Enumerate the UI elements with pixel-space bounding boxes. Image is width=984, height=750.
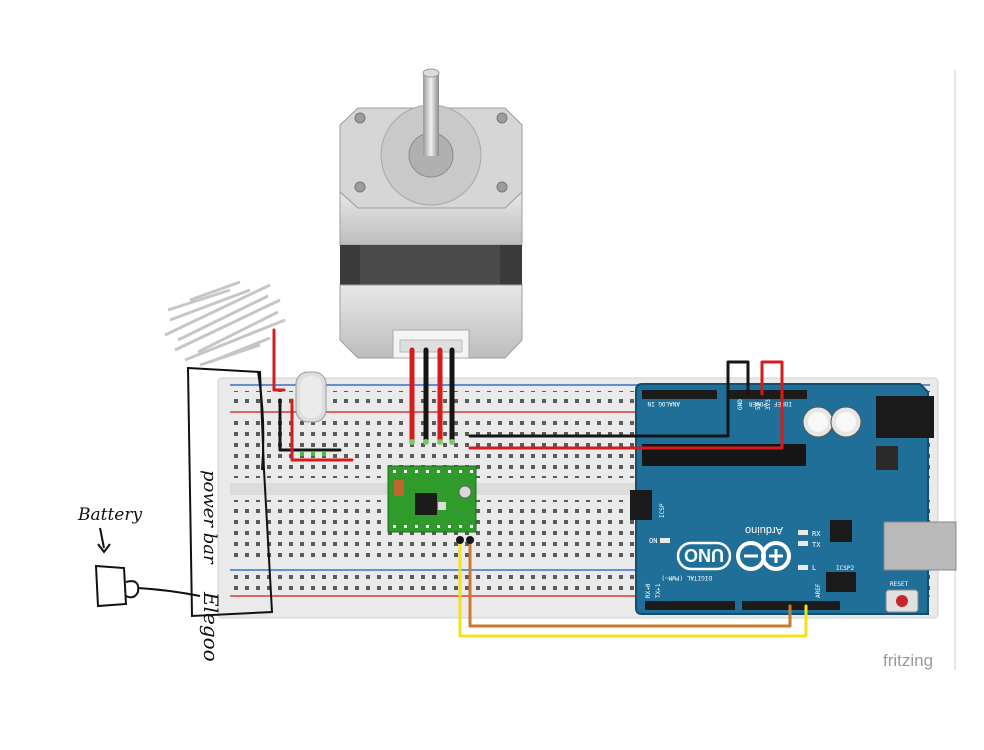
l-led-label: L: [812, 564, 816, 572]
usb-port: [883, 521, 957, 571]
digital-header-low: [645, 601, 735, 610]
power-label: POWER: [749, 400, 767, 407]
icsp-header: [630, 490, 652, 520]
stepper-motor: [339, 68, 523, 359]
on-led-label: ON: [649, 537, 657, 545]
icsp2-label: ICSP2: [836, 565, 854, 572]
icsp2-header: [826, 572, 856, 592]
elegoo-annotation: Elegoo: [199, 591, 223, 662]
rx-pin-label: RX◂0: [645, 583, 652, 598]
digital-label: DIGITAL (PWM~): [661, 574, 712, 581]
5v-label: 5V: [755, 402, 762, 410]
3v3-label: 3V3: [765, 399, 772, 410]
aref-label: AREF: [815, 583, 822, 598]
uno-label: UNO: [684, 545, 724, 565]
tx-pin-label: TX▸1: [655, 583, 662, 598]
arduino-brand-label: Arduino: [745, 524, 783, 536]
hand-battery: [94, 527, 201, 608]
analog-in-label: ANALOG IN: [647, 400, 680, 407]
gnd-label: GND: [737, 399, 744, 410]
hand-power-bar-outline: [186, 366, 274, 618]
arduino-logo: [736, 541, 791, 571]
dc-jack: [876, 396, 934, 438]
analog-header: [642, 390, 717, 399]
arduino-uno-board: UNO Arduino ANALOG IN POWER IOREF GND 5V…: [630, 383, 957, 615]
fritzing-watermark: fritzing: [883, 651, 933, 670]
rx-led-label: RX: [812, 530, 821, 538]
capacitor: [295, 371, 327, 423]
battery-annotation: Battery: [77, 505, 142, 525]
reset-label: RESET: [890, 581, 908, 588]
wires: [272, 328, 808, 638]
icsp-label: ICSP: [659, 503, 666, 518]
tx-led-label: TX: [812, 541, 821, 549]
power-header: [727, 390, 807, 399]
motor-driver-board: [387, 465, 477, 533]
power-bar-annotation: power bar: [199, 470, 220, 565]
scribble-cloud: [164, 280, 286, 367]
